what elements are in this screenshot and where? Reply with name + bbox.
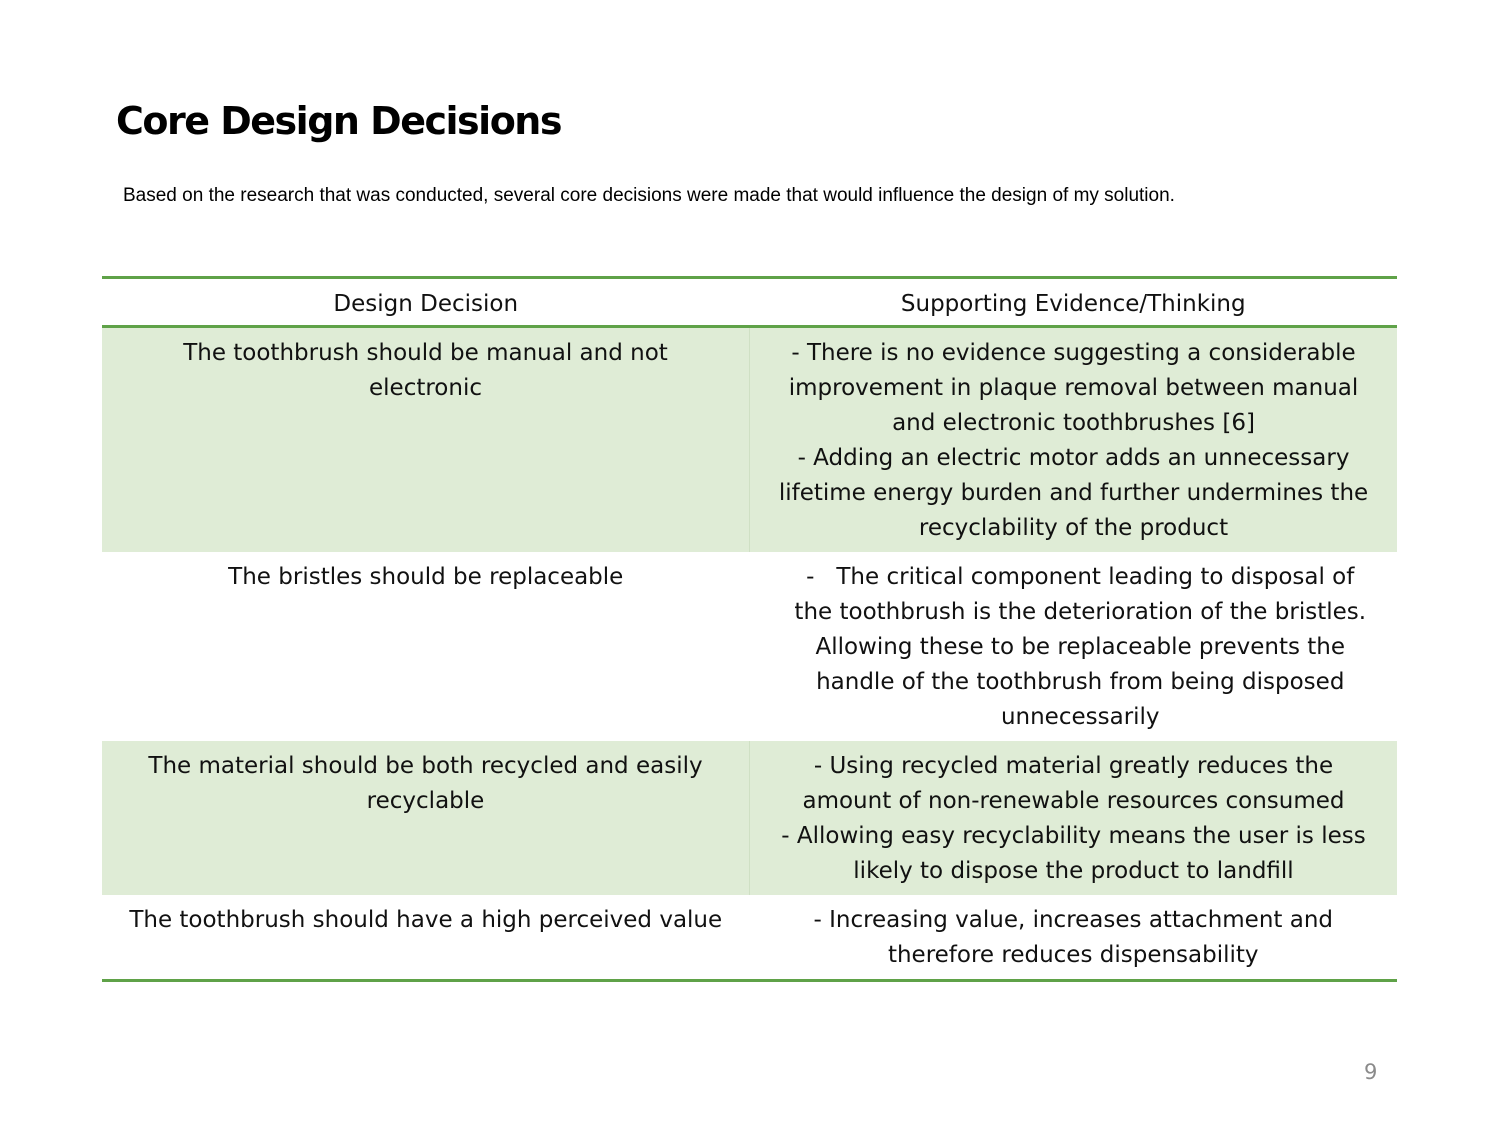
design-decisions-table-container: Design Decision Supporting Evidence/Thin… xyxy=(102,276,1397,982)
table-header-row: Design Decision Supporting Evidence/Thin… xyxy=(102,277,1397,327)
evidence-cell: - There is no evidence suggesting a cons… xyxy=(749,326,1397,552)
evidence-point: - Adding an electric motor adds an unnec… xyxy=(778,445,1369,541)
evidence-point: - Using recycled material greatly reduce… xyxy=(802,753,1345,814)
table-header: Design Decision Supporting Evidence/Thin… xyxy=(102,277,1397,327)
page-number: 9 xyxy=(1364,1060,1378,1084)
table-body: The toothbrush should be manual and not … xyxy=(102,326,1397,981)
table-row: The toothbrush should be manual and not … xyxy=(102,326,1397,552)
page-title: Core Design Decisions xyxy=(116,99,562,143)
evidence-cell: - The critical component leading to disp… xyxy=(750,552,1398,741)
evidence-cell: - Using recycled material greatly reduce… xyxy=(749,741,1397,895)
decision-cell: The material should be both recycled and… xyxy=(102,741,750,895)
evidence-cell: - Increasing value, increases attachment… xyxy=(750,895,1398,981)
table-row: The toothbrush should have a high percei… xyxy=(102,895,1397,981)
evidence-point: - The critical component leading to disp… xyxy=(794,564,1374,730)
intro-text: Based on the research that was conducted… xyxy=(123,185,1175,206)
table-row: The bristles should be replaceable - The… xyxy=(102,552,1397,741)
evidence-point: - Allowing easy recyclability means the … xyxy=(781,823,1366,884)
table-row: The material should be both recycled and… xyxy=(102,741,1397,895)
evidence-point: - There is no evidence suggesting a cons… xyxy=(788,340,1359,436)
decision-cell: The toothbrush should be manual and not … xyxy=(102,326,750,552)
decision-cell: The toothbrush should have a high percei… xyxy=(129,907,723,933)
column-header-supporting-evidence: Supporting Evidence/Thinking xyxy=(900,291,1246,317)
column-header-design-decision: Design Decision xyxy=(333,291,519,317)
evidence-point: - Increasing value, increases attachment… xyxy=(813,907,1334,968)
design-decisions-table: Design Decision Supporting Evidence/Thin… xyxy=(102,276,1397,982)
decision-cell: The bristles should be replaceable xyxy=(228,564,624,590)
